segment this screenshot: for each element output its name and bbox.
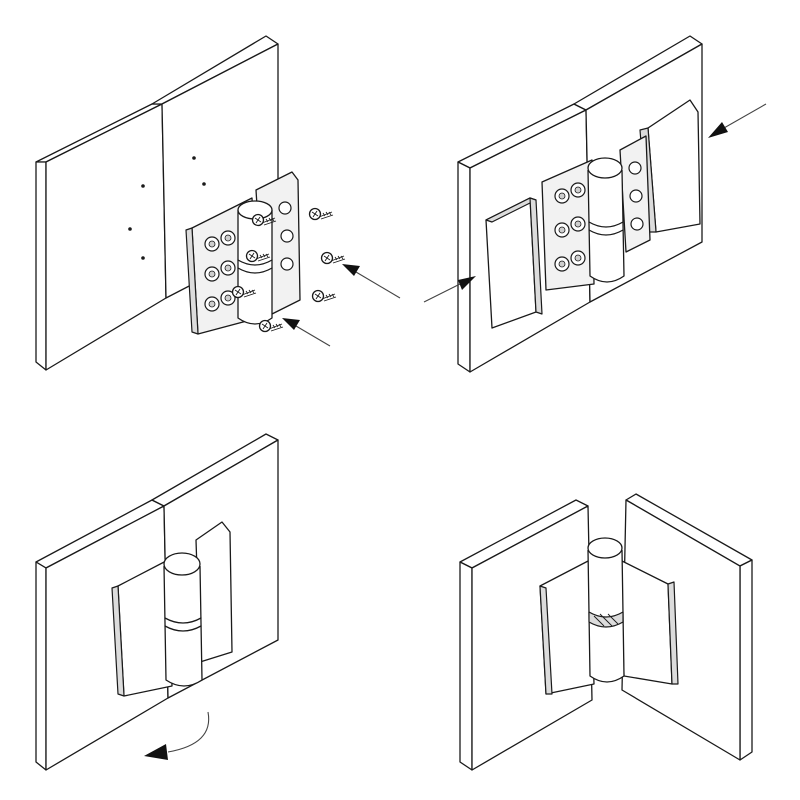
pilot-hole <box>192 156 196 160</box>
screw-icon <box>308 207 334 221</box>
hinge-knuckle <box>237 210 273 325</box>
screw-hole <box>278 201 292 215</box>
door-side-edge <box>457 161 471 373</box>
step-2-panel <box>423 35 767 373</box>
hinge-leaf-edge <box>185 227 199 335</box>
door-left-face <box>45 103 167 371</box>
screw-icon <box>311 289 337 303</box>
screw-icon <box>320 251 346 265</box>
arrow-icon <box>423 276 476 303</box>
door-side-edge <box>35 561 47 771</box>
door-left-side-edge <box>35 161 47 371</box>
door-right-side-edge <box>739 559 753 761</box>
hinge-leaf-left <box>541 159 595 291</box>
pilot-hole <box>141 184 145 188</box>
arrow-icon <box>282 318 331 347</box>
arrow-icon <box>342 264 401 299</box>
pilot-hole <box>202 182 206 186</box>
step-3-panel <box>35 433 279 771</box>
hinge-knuckle <box>587 169 625 283</box>
step-4-panel <box>459 493 753 771</box>
step-1-panel <box>35 35 401 371</box>
curved-arrow-icon <box>144 711 210 760</box>
door-left-side-edge <box>459 561 473 771</box>
hinge-knuckle <box>587 549 625 683</box>
pilot-hole <box>141 256 145 260</box>
hinge-knuckle <box>163 565 203 687</box>
arrow-icon <box>708 103 767 138</box>
door-left-face <box>471 505 593 771</box>
screw-hole <box>280 229 294 243</box>
pilot-hole <box>128 227 132 231</box>
screw-icon <box>258 319 284 333</box>
screw-hole <box>280 257 294 271</box>
